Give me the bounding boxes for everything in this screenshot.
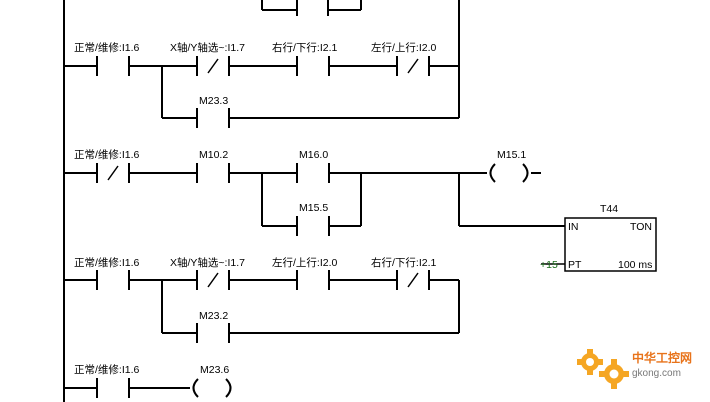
- contact-label: 右行/下行:I2.1: [371, 256, 437, 269]
- contact-label: M15.5: [299, 202, 328, 214]
- contact-label: 正常/维修:I1.6: [74, 363, 140, 376]
- contact-label: 正常/维修:I1.6: [74, 256, 140, 269]
- coil-label: M23.6: [200, 364, 229, 376]
- contact-label: 正常/维修:I1.6: [74, 148, 140, 161]
- timer-block[interactable]: [564, 217, 657, 272]
- contact-label: 正常/维修:I1.6: [74, 41, 140, 54]
- contact-no[interactable]: [96, 56, 130, 76]
- contact-no[interactable]: [196, 108, 230, 128]
- timer-preset: +15: [540, 259, 558, 271]
- partial-network-top: [261, 0, 460, 118]
- contact-no[interactable]: [96, 378, 130, 398]
- contact-nc[interactable]: [196, 56, 230, 76]
- contact-label: M23.2: [199, 310, 228, 322]
- contact-no[interactable]: [196, 163, 230, 183]
- contact-label: M23.3: [199, 95, 228, 107]
- watermark: 中华工控网 gkong.com: [577, 349, 692, 389]
- contact-no[interactable]: [196, 323, 230, 343]
- contact-nc[interactable]: [396, 270, 430, 290]
- network-4: 正常/维修:I1.6 M23.6: [64, 363, 232, 398]
- contact-no[interactable]: [296, 216, 330, 236]
- output-coil[interactable]: [489, 163, 529, 183]
- network-3: 正常/维修:I1.6 X轴/Y轴选~:I1.7 左行/上行:I2.0 右行/下行…: [64, 256, 460, 343]
- contact-label: X轴/Y轴选~:I1.7: [170, 41, 245, 54]
- timer-type: TON: [630, 221, 652, 233]
- contact-label: X轴/Y轴选~:I1.7: [170, 256, 245, 269]
- network-1: 正常/维修:I1.6 X轴/Y轴选~:I1.7 右行/下行:I2.1 左行/上行…: [64, 41, 459, 128]
- contact-nc[interactable]: [196, 270, 230, 290]
- timer-resolution: 100 ms: [618, 259, 652, 271]
- timer-name: T44: [600, 203, 618, 215]
- watermark-brand: 中华工控网: [632, 350, 692, 365]
- contact-no[interactable]: [296, 56, 330, 76]
- contact-no[interactable]: [96, 270, 130, 290]
- gear-icon: [577, 349, 629, 389]
- contact-label: 左行/上行:I2.0: [371, 41, 437, 54]
- coil-label: M15.1: [497, 149, 526, 161]
- timer-in-label: IN: [568, 221, 579, 233]
- timer-pt-label: PT: [568, 259, 582, 271]
- contact-label: 右行/下行:I2.1: [272, 41, 338, 54]
- contact-no[interactable]: [296, 270, 330, 290]
- contact-label: M16.0: [299, 149, 328, 161]
- watermark-url: gkong.com: [632, 368, 681, 379]
- contact-no[interactable]: [296, 163, 330, 183]
- contact-label: M10.2: [199, 149, 228, 161]
- network-2: 正常/维修:I1.6 M10.2 M16.0 M15.5 M15.1 T44 I…: [64, 148, 657, 272]
- contact-nc[interactable]: [396, 56, 430, 76]
- contact-nc[interactable]: [96, 163, 130, 183]
- contact-label: 左行/上行:I2.0: [272, 256, 338, 269]
- output-coil[interactable]: [192, 378, 232, 398]
